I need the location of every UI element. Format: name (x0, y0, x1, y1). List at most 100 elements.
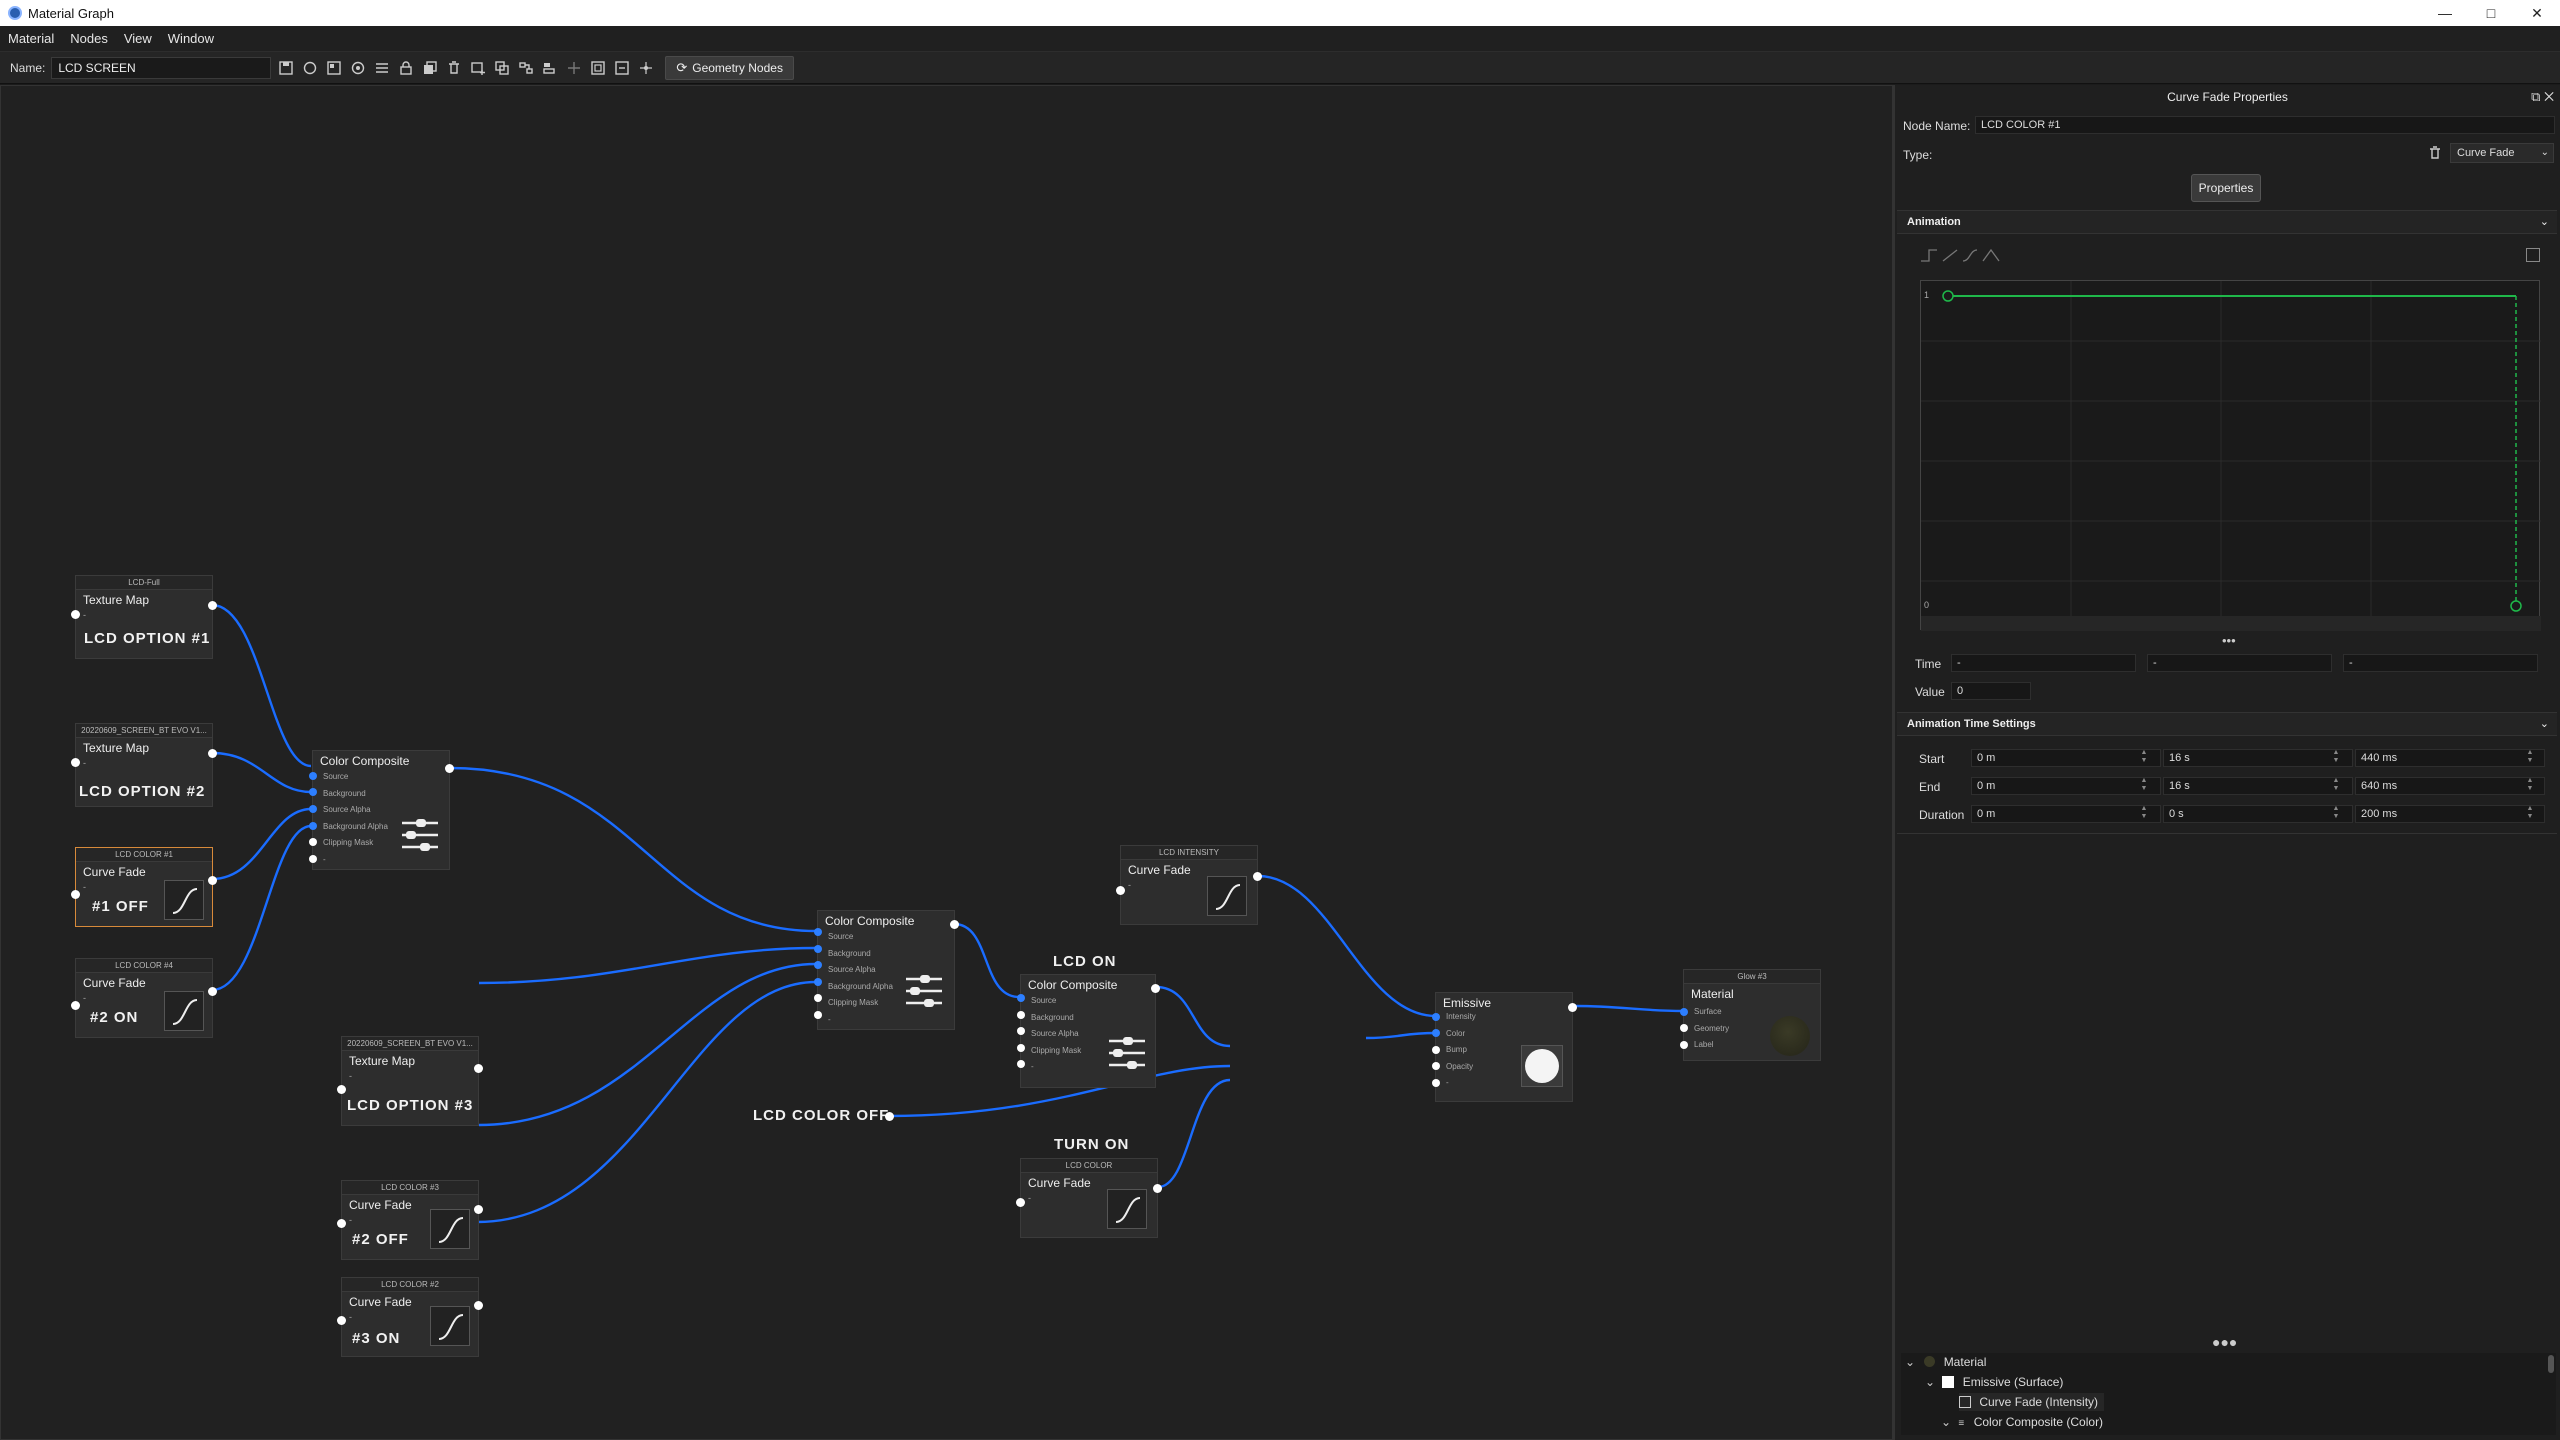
output-port[interactable] (208, 601, 217, 610)
more-icon[interactable]: ••• (2222, 633, 2236, 648)
menu-material[interactable]: Material (8, 31, 55, 46)
output-port[interactable] (950, 920, 959, 929)
maximize-icon[interactable]: □ (2486, 5, 2496, 21)
texture-map-node-lcd-option-3[interactable]: 20220609_SCREEN_BT EVO V1... Texture Map… (337, 1036, 483, 1126)
time-input-3[interactable]: - (2343, 654, 2538, 672)
tree-item-curve-fade[interactable]: Curve Fade (Intensity) (1959, 1393, 2105, 1411)
texture-map-node-lcd-option-2[interactable]: 20220609_SCREEN_BT EVO V1... Texture Map… (71, 723, 217, 807)
tree-item-emissive[interactable]: ⌄ Emissive (Surface) (1925, 1373, 2063, 1391)
input-port[interactable] (337, 1316, 346, 1325)
start-seconds-input[interactable]: 16 s (2163, 749, 2353, 767)
input-port[interactable] (1680, 1008, 1688, 1016)
chevron-down-icon[interactable]: ⌄ (1905, 1355, 1916, 1369)
end-seconds-input[interactable]: 16 s (2163, 777, 2353, 795)
input-port[interactable] (1017, 1027, 1025, 1035)
input-port[interactable] (1016, 1198, 1025, 1207)
input-port[interactable] (1432, 1062, 1440, 1070)
input-port[interactable] (1116, 886, 1125, 895)
menu-view[interactable]: View (123, 31, 152, 46)
output-port[interactable] (208, 987, 217, 996)
input-port[interactable] (1432, 1046, 1440, 1054)
spinner-icon[interactable]: ▲▼ (2332, 749, 2340, 764)
end-ms-input[interactable]: 640 ms (2355, 777, 2545, 795)
input-port[interactable] (814, 945, 822, 953)
distribute-icon[interactable] (565, 59, 583, 77)
tree-item-color-composite[interactable]: ⌄ ≡ Color Composite (Color) (1941, 1413, 2103, 1431)
output-port[interactable] (885, 1112, 894, 1121)
fit-view-icon[interactable] (613, 59, 631, 77)
output-port[interactable] (1151, 984, 1160, 993)
lock-icon[interactable] (397, 59, 415, 77)
arrange-icon[interactable] (517, 59, 535, 77)
sphere-preview-icon[interactable] (301, 59, 319, 77)
output-port[interactable] (1253, 872, 1262, 881)
emissive-node[interactable]: Emissive Intensity Color Bump Opacity - (1432, 992, 1577, 1102)
input-port[interactable] (814, 978, 822, 986)
input-port[interactable] (814, 1011, 822, 1019)
output-port[interactable] (208, 749, 217, 758)
curve-fade-node-lcd-color-3[interactable]: LCD COLOR #3 Curve Fade - #2 OFF (337, 1180, 483, 1260)
input-port[interactable] (1432, 1029, 1440, 1037)
name-input[interactable]: LCD SCREEN (51, 56, 272, 79)
sliders-icon[interactable] (373, 59, 391, 77)
output-port[interactable] (1568, 1003, 1577, 1012)
chevron-down-icon[interactable]: ⌄ (1941, 1415, 1952, 1429)
output-port[interactable] (474, 1205, 483, 1214)
duration-seconds-input[interactable]: 0 s (2163, 805, 2353, 823)
output-port[interactable] (474, 1064, 483, 1073)
close-panel-icon[interactable]: ✕ (2544, 89, 2554, 104)
output-port[interactable] (474, 1301, 483, 1310)
close-icon[interactable]: ✕ (2531, 4, 2543, 21)
input-port[interactable] (71, 610, 80, 619)
spinner-icon[interactable]: ▲▼ (2526, 749, 2534, 764)
tree-splitter-handle[interactable]: ●●● (2212, 1334, 2238, 1350)
duration-minutes-input[interactable]: 0 m (1971, 805, 2161, 823)
geometry-nodes-button[interactable]: ⟳ Geometry Nodes (665, 55, 794, 80)
node-graph-canvas[interactable]: LCD-Full Texture Map - LCD OPTION #1 202… (0, 85, 1893, 1440)
color-composite-node-3[interactable]: Color Composite Source Background Source… (1017, 974, 1160, 1088)
time-input-2[interactable]: - (2147, 654, 2332, 672)
spinner-icon[interactable]: ▲▼ (2332, 777, 2340, 792)
save-icon[interactable] (277, 59, 295, 77)
curve-fade-node-lcd-color-1[interactable]: LCD COLOR #1 Curve Fade - #1 OFF (71, 847, 217, 927)
color-composite-node-1[interactable]: Color Composite Source Background Source… (309, 750, 454, 870)
input-port[interactable] (309, 772, 317, 780)
input-port[interactable] (814, 994, 822, 1002)
input-port[interactable] (337, 1219, 346, 1228)
animation-curve-graph[interactable]: 1 0 (1920, 280, 2541, 631)
end-minutes-input[interactable]: 0 m (1971, 777, 2161, 795)
input-port[interactable] (309, 838, 317, 846)
group-icon[interactable] (493, 59, 511, 77)
input-port[interactable] (309, 788, 317, 796)
layout-icon[interactable] (325, 59, 343, 77)
expand-graph-icon[interactable] (2526, 248, 2540, 262)
input-port[interactable] (1017, 1044, 1025, 1052)
input-port[interactable] (1432, 1079, 1440, 1087)
chevron-down-icon[interactable]: ⌄ (1925, 1375, 1936, 1389)
delete-icon[interactable] (445, 59, 463, 77)
spinner-icon[interactable]: ▲▼ (2526, 805, 2534, 820)
undock-icon[interactable]: ⧉ (2531, 89, 2541, 104)
input-port[interactable] (814, 928, 822, 936)
input-port[interactable] (71, 758, 80, 767)
spinner-icon[interactable]: ▲▼ (2332, 805, 2340, 820)
add-node-icon[interactable] (469, 59, 487, 77)
minimize-icon[interactable]: — (2438, 5, 2452, 21)
output-port[interactable] (1153, 1184, 1162, 1193)
connect-icon[interactable] (637, 59, 655, 77)
input-port[interactable] (1680, 1024, 1688, 1032)
input-port[interactable] (1017, 994, 1025, 1002)
input-port[interactable] (1017, 1011, 1025, 1019)
input-port[interactable] (1017, 1060, 1025, 1068)
tree-scrollbar[interactable] (2548, 1355, 2554, 1373)
value-input[interactable]: 0 (1951, 682, 2031, 700)
copy-icon[interactable] (421, 59, 439, 77)
align-icon[interactable] (541, 59, 559, 77)
input-port[interactable] (1680, 1041, 1688, 1049)
spinner-icon[interactable]: ▲▼ (2140, 805, 2148, 820)
input-port[interactable] (814, 961, 822, 969)
curve-fade-node-lcd-color-2[interactable]: LCD COLOR #2 Curve Fade - #3 ON (337, 1277, 483, 1357)
input-port[interactable] (309, 822, 317, 830)
node-name-input[interactable]: LCD COLOR #1 (1975, 116, 2555, 134)
output-port[interactable] (208, 876, 217, 885)
